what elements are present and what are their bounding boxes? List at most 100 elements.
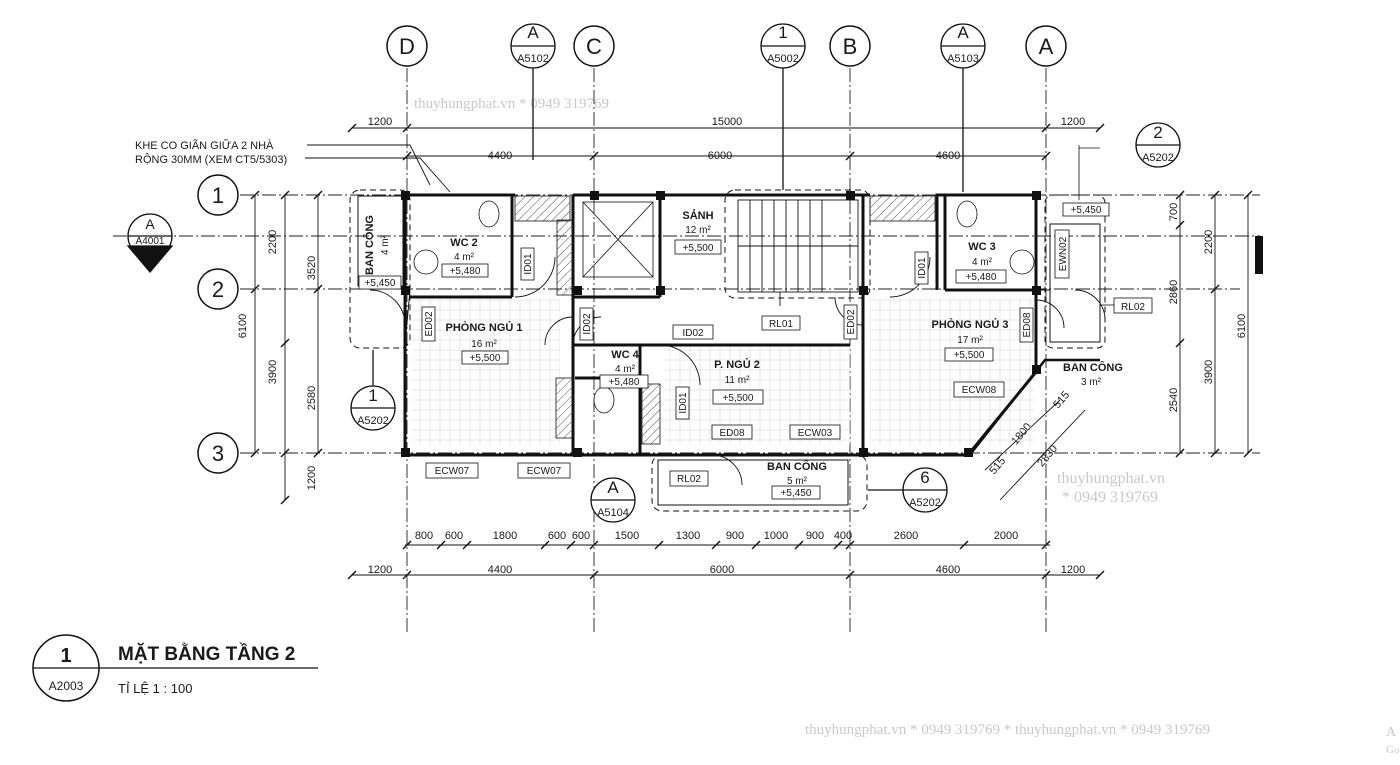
room-lobby-area: 12 m² — [685, 225, 711, 236]
dim-bot-3: 1800 — [493, 530, 517, 542]
dim-left-mid-2: 2580 — [306, 386, 318, 410]
grid-bubble-a: A — [1039, 34, 1054, 59]
drawing-title: MẶT BẰNG TẦNG 2 — [118, 643, 295, 665]
tag-id02-a: ID02 — [682, 328, 704, 339]
dim-right-3: 2540 — [1168, 388, 1180, 412]
note-leader — [305, 157, 451, 193]
dimension-lines — [254, 127, 1249, 576]
tag-ecw08: ECW08 — [962, 385, 997, 396]
dim-right-1: 700 — [1168, 203, 1180, 221]
grid-bubble-3: 3 — [212, 441, 224, 466]
element-tags: ID01 ID01 ID01 ID02 ID02 ED02 ED02 ED08 … — [421, 229, 1153, 487]
section-a5202-top: 2 — [1153, 123, 1162, 142]
room-bedroom-2-area: 11 m² — [725, 375, 750, 386]
dim-bot-1: 800 — [415, 530, 433, 542]
grid-bubble-2: 2 — [212, 277, 224, 302]
room-balcony-1-area: 4 m² — [380, 234, 391, 255]
tag-ed02-b: ED02 — [846, 309, 857, 334]
dim-right-outer-1: 2200 — [1203, 230, 1215, 254]
dim-top2-1: 4400 — [488, 150, 512, 162]
watermark-top: thuyhungphat.vn * 0949 319769 — [414, 96, 609, 112]
tag-ed08-b: ED08 — [1022, 312, 1033, 337]
dim-left-1: 2200 — [267, 230, 279, 254]
detail-1-top: 1 — [368, 386, 377, 405]
section-a5103-top: A — [957, 23, 969, 42]
floor-bedroom-3 — [870, 298, 1035, 446]
dim-top-2: 15000 — [712, 116, 743, 128]
watermark-right-line1: thuyhungphat.vn — [1057, 470, 1165, 487]
room-balcony-3-name: BAN CÔNG — [1063, 361, 1123, 374]
staircase — [737, 199, 859, 306]
dim-angle-1: 515 — [987, 455, 1008, 477]
watermark-corner-b: Go — [1386, 744, 1400, 756]
dim-bot-12: 2600 — [894, 530, 918, 542]
watermark-bottom: thuyhungphat.vn * 0949 319769 * thuyhung… — [805, 722, 1210, 738]
tag-ecw03: ECW03 — [798, 428, 833, 439]
room-wc2-area: 4 m² — [454, 252, 475, 263]
dim-bot-7: 1300 — [676, 530, 700, 542]
dim-angle-4: 2830 — [1035, 443, 1060, 469]
dim-right-2: 2860 — [1168, 280, 1180, 304]
dim-bot2-3: 6000 — [710, 564, 734, 576]
room-balcony-1-level: +5,450 — [365, 278, 396, 289]
dim-bot2-4: 4600 — [936, 564, 960, 576]
note-line2: RỘNG 30MM (XEM CT5/5303) — [135, 153, 287, 166]
note-line1: KHE CO GIÃN GIỮA 2 NHÀ — [135, 139, 274, 152]
tag-rl01: RL01 — [769, 319, 793, 330]
room-wc3-area: 4 m² — [972, 257, 993, 268]
grid-bubble-b: B — [843, 34, 858, 59]
watermark-corner-a: A — [1386, 725, 1397, 740]
dimension-ticks — [250, 123, 1253, 580]
dim-bot-9: 1000 — [764, 530, 788, 542]
room-balcony-1-name: BAN CÔNG — [363, 215, 376, 275]
section-a5104-sheet: A5104 — [597, 507, 629, 519]
tag-rl02-a: RL02 — [1121, 302, 1145, 313]
tag-id01-c: ID01 — [678, 392, 689, 414]
room-lobby-level: +5,500 — [683, 243, 714, 254]
note-leader-2 — [307, 144, 431, 186]
dim-bot-13: 2000 — [994, 530, 1018, 542]
grid-bubbles-top: D C B A — [386, 25, 1067, 67]
dim-bot2-5: 1200 — [1061, 564, 1085, 576]
room-balcony-3-level: +5,450 — [1071, 205, 1102, 216]
fixtures — [413, 200, 1035, 414]
room-wc2-level: +5,480 — [450, 266, 481, 277]
dim-left-2: 3900 — [267, 360, 279, 384]
room-wc3-level: +5,480 — [966, 272, 997, 283]
room-balcony-2-name: BAN CÔNG — [767, 460, 827, 473]
room-balcony-3-area: 3 m² — [1081, 377, 1102, 388]
grid-bubble-c: C — [586, 34, 602, 59]
title-block: 1 A2003 MẶT BẰNG TẦNG 2 TỈ LỆ 1 : 100 — [32, 634, 318, 702]
wall-hatch — [514, 195, 936, 445]
section-a5103-sheet: A5103 — [947, 53, 979, 65]
dim-bot-5: 600 — [572, 530, 590, 542]
room-bedroom-3-area: 17 m² — [957, 335, 983, 346]
section-a5202-sheet: A5202 — [1142, 152, 1174, 164]
room-wc4-name: WC 4 — [611, 349, 639, 361]
section-a5102-sheet: A5102 — [517, 53, 549, 65]
detail-6-sheet: A5202 — [909, 497, 941, 509]
room-labels: BAN CÔNG 4 m² +5,450 WC 2 4 m² +5,480 PH… — [358, 202, 1123, 500]
floor-bedroom-1 — [412, 298, 560, 446]
room-wc4-level: +5,480 — [609, 377, 640, 388]
dimension-texts: 1200 15000 1200 4400 6000 4600 800 600 1… — [368, 116, 1085, 576]
section-marks — [126, 23, 1181, 523]
room-lobby-name: SẢNH — [682, 209, 713, 222]
angled-balcony — [971, 358, 1100, 453]
room-bedroom-1-level: +5,500 — [470, 353, 501, 364]
room-balcony-2-level: +5,450 — [781, 488, 812, 499]
section-mark-labels: A A5102 1 A5002 A A5103 2 A5202 A A4001 … — [136, 23, 1174, 519]
dim-bot-2: 600 — [445, 530, 463, 542]
dim-top-1: 1200 — [368, 116, 392, 128]
section-a5102-top: A — [527, 23, 539, 42]
grid-bubble-d: D — [399, 34, 415, 59]
dim-top2-3: 4600 — [936, 150, 960, 162]
tag-leaders — [1078, 145, 1114, 306]
detail-1-sheet: A5202 — [357, 415, 389, 427]
room-wc2-name: WC 2 — [450, 237, 478, 249]
room-bedroom-2-name: P. NGỦ 2 — [714, 358, 760, 371]
room-bedroom-3-name: PHÒNG NGỦ 3 — [931, 318, 1008, 331]
tag-id01-a: ID01 — [523, 253, 534, 275]
dim-angle-3: 515 — [1051, 389, 1072, 411]
dim-right-outer-2: 3900 — [1203, 360, 1215, 384]
